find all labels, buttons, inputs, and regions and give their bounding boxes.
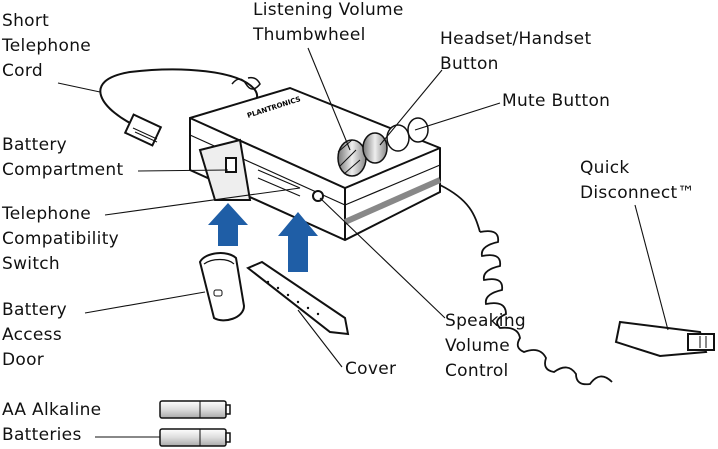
label-telephone-compatibility-switch: Telephone Compatibility Switch	[2, 204, 120, 274]
label-aa-alkaline-batteries: AA Alkaline Batteries	[2, 400, 102, 445]
coiled-cord	[439, 184, 613, 386]
label-cover: Cover	[345, 359, 397, 379]
label-mute-button: Mute Button	[502, 91, 611, 111]
label-headset-handset-button: Headset/Handset Button	[440, 29, 592, 74]
leader-lines	[57, 47, 669, 438]
aa-batteries	[159, 400, 231, 447]
battery-access-door	[198, 252, 246, 322]
label-short-telephone-cord: Short Telephone Cord	[2, 11, 92, 81]
battery-cover	[246, 260, 350, 336]
label-speaking-volume-control: Speaking Volume Control	[445, 311, 526, 381]
quick-disconnect	[614, 320, 715, 358]
label-quick-disconnect: Quick Disconnect™	[580, 158, 695, 203]
arrow-cover	[278, 212, 318, 272]
thumbwheel-and-buttons	[337, 117, 429, 177]
arrow-battery-door	[208, 203, 248, 246]
insert-arrows	[208, 203, 318, 272]
label-battery-compartment: Battery Compartment	[2, 135, 124, 180]
label-listening-volume-thumbwheel: Listening Volume Thumbwheel	[253, 0, 404, 45]
label-battery-access-door: Battery Access Door	[2, 300, 68, 370]
